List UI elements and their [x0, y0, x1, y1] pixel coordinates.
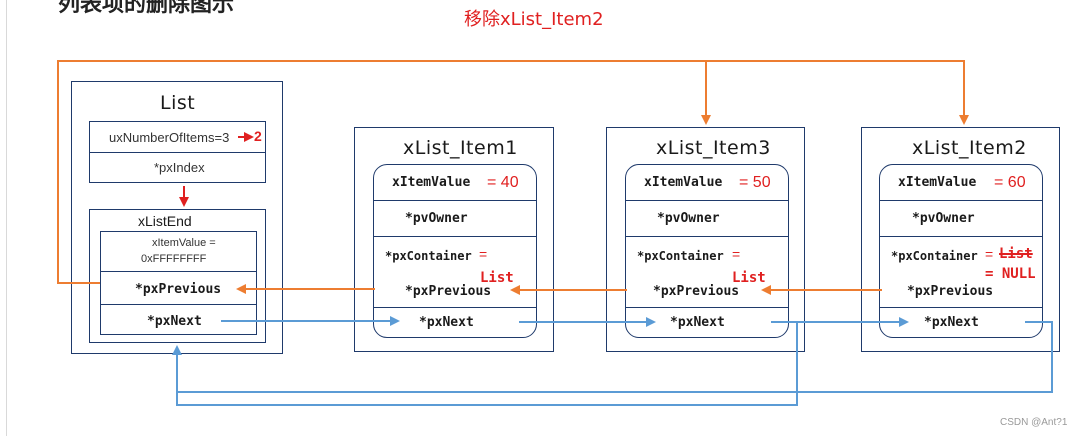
list-end-divider-2 [100, 304, 257, 305]
list-end-px-next: *pxNext [147, 314, 202, 329]
list-end-divider-1 [100, 271, 257, 272]
list-end-item-value-hex: 0xFFFFFFFF [141, 253, 207, 265]
item3-next-return-loop [172, 321, 798, 406]
ux-number-of-items: uxNumberOfItems=3 [109, 130, 230, 145]
item2-container-old-value: List [999, 246, 1033, 262]
item2-divider-2 [879, 236, 1043, 237]
item3-divider-2 [625, 236, 789, 237]
item2-container-new-value: = NULL [985, 266, 1036, 282]
item1-item-value: = 40 [487, 174, 519, 191]
diagram-caption: 移除xList_Item2 [464, 9, 604, 30]
item3-container-eq: = [732, 246, 741, 262]
item1-divider-1 [373, 200, 537, 201]
item2-pv-owner: *pvOwner [912, 211, 975, 226]
item2-divider-1 [879, 200, 1043, 201]
item3-item-value: = 50 [739, 174, 771, 191]
item2-divider-3 [879, 307, 1043, 308]
item3-divider-1 [625, 200, 789, 201]
left-edge-rule [6, 0, 7, 436]
watermark: CSDN @Ant?1 [1000, 417, 1068, 428]
item3-inner-box [625, 164, 789, 338]
ux-number-divider [89, 152, 266, 153]
item3-item-value-label: xItemValue [644, 175, 723, 190]
item3-divider-3 [625, 307, 789, 308]
ux-number-new-value: 2 [254, 128, 262, 144]
list-title: List [160, 92, 196, 114]
item1-container-eq: = [479, 246, 488, 262]
item1-inner-box [373, 164, 537, 338]
item1-divider-3 [373, 307, 537, 308]
item2-title: xList_Item2 [912, 137, 1027, 159]
item2-px-next: *pxNext [924, 315, 979, 330]
list-end-title: xListEnd [138, 213, 192, 229]
item1-px-next: *pxNext [419, 315, 474, 330]
item1-container-value: List [480, 270, 514, 286]
item3-px-next: *pxNext [670, 315, 725, 330]
item1-px-container: *pxContainer [385, 249, 472, 263]
item3-px-container: *pxContainer [637, 249, 724, 263]
px-index-field: *pxIndex [154, 160, 205, 175]
item2-px-container: *pxContainer [891, 249, 978, 263]
list-end-previous-loop [57, 60, 969, 284]
item3-container-value: List [732, 270, 766, 286]
item1-item-value-label: xItemValue [392, 175, 471, 190]
item2-inner-box [879, 164, 1043, 338]
item2-item-value-label: xItemValue [898, 175, 977, 190]
list-end-px-previous: *pxPrevious [135, 282, 222, 297]
page-heading: 列表项的删除图示 [58, 0, 235, 17]
item1-px-previous: *pxPrevious [405, 284, 492, 299]
item1-title: xList_Item1 [403, 137, 518, 159]
item2-px-previous: *pxPrevious [907, 284, 994, 299]
list-end-item-value: xItemValue = [152, 237, 216, 249]
item2-container-eq: = [985, 246, 994, 262]
item1-pv-owner: *pvOwner [405, 211, 468, 226]
list-end-inner-box [100, 231, 257, 335]
item2-next-return-loop [177, 321, 1053, 393]
item2-item-value: = 60 [994, 174, 1026, 191]
item3-pv-owner: *pvOwner [657, 211, 720, 226]
item1-divider-2 [373, 236, 537, 237]
item3-px-previous: *pxPrevious [653, 284, 740, 299]
item3-title: xList_Item3 [656, 137, 771, 159]
